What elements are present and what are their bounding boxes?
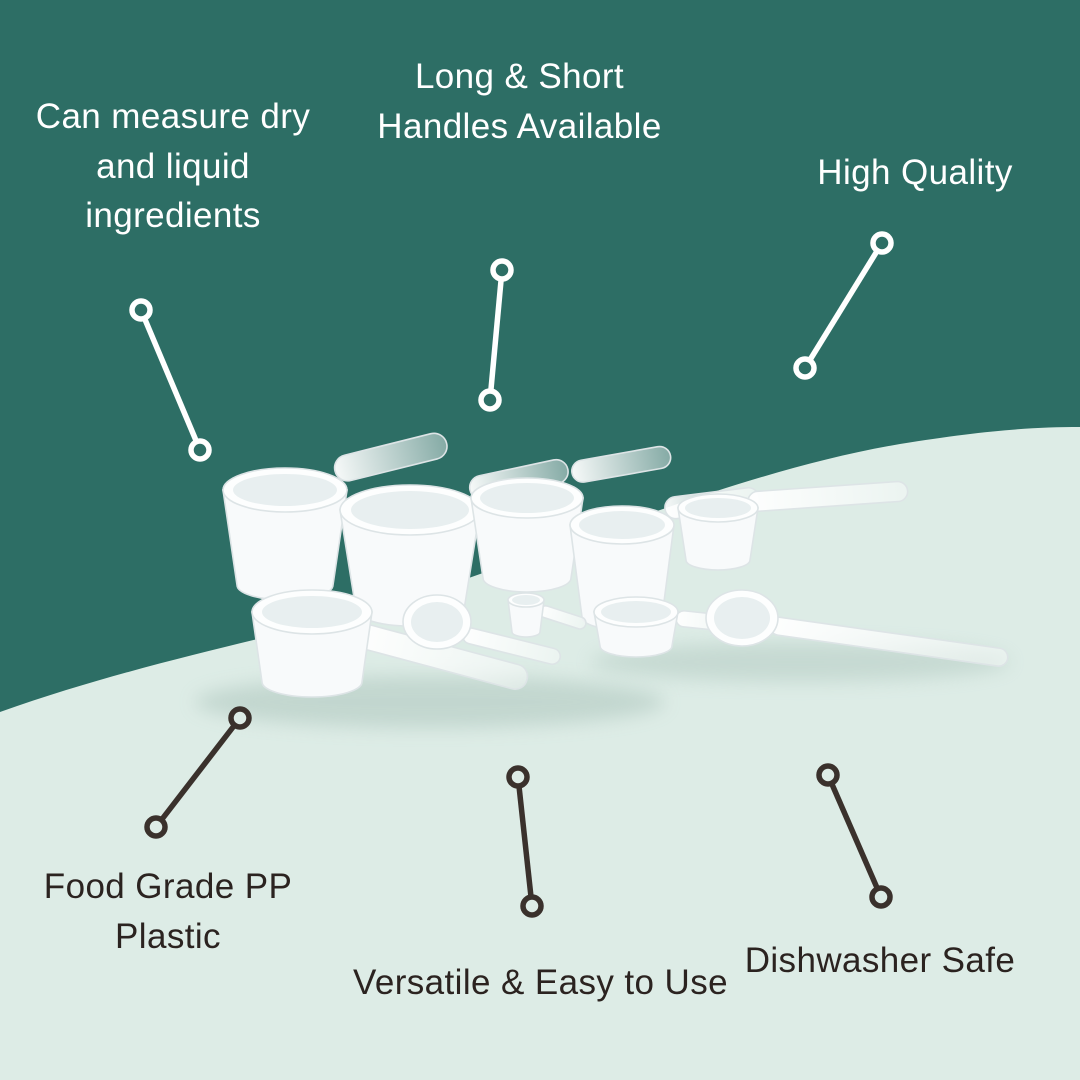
callout-endpoint-circle: [793, 356, 817, 380]
callout-endpoint-circle: [520, 894, 544, 918]
callout-endpoint-circle: [188, 438, 212, 462]
spoon-round-1: [402, 594, 562, 666]
callout-label-handles: Long & Short Handles Available: [377, 57, 662, 146]
scoops-shadow: [195, 642, 1010, 728]
callout-line-dishwasher: [816, 763, 893, 909]
callout-line-material: [144, 706, 252, 839]
callout-label-versatile: Versatile & Easy to Use: [353, 963, 728, 1002]
spoon-round-long-handle: [705, 589, 1009, 667]
callout-label-quality: High Quality: [817, 153, 1013, 192]
scoop-medium-1: [470, 445, 672, 593]
callout-line-versatile: [506, 765, 544, 918]
callout-endpoint-circle: [144, 815, 168, 839]
callout-endpoint-circle: [478, 388, 502, 412]
callout-label-measure: Can measure dry and liquid ingredients: [35, 97, 311, 236]
callout-line-measure: [129, 298, 212, 462]
callout-endpoint-circle: [506, 765, 530, 789]
callout-endpoint-circle: [869, 885, 893, 909]
scoop-front-large: [251, 589, 529, 698]
scoop-large-1: [222, 432, 448, 601]
callout-endpoint-circle: [816, 763, 840, 787]
callout-endpoint-circle: [228, 706, 252, 730]
scoop-shallow: [593, 596, 747, 658]
callout-line-handles: [478, 258, 514, 412]
callout-endpoint-circle: [870, 231, 894, 255]
callout-label-dishwasher: Dishwasher Safe: [744, 941, 1016, 980]
callout-endpoint-circle: [129, 298, 153, 322]
scoop-tiny: [507, 592, 587, 638]
callout-label-material: Food Grade PP Plastic: [43, 867, 293, 956]
callout-endpoint-circle: [490, 258, 514, 282]
scoop-small-long-handle: [677, 480, 909, 571]
scoops-group: [222, 432, 1009, 698]
scoop-medium-2: [569, 486, 761, 631]
callout-line-quality: [793, 231, 894, 380]
scoop-large-2: [339, 458, 569, 627]
